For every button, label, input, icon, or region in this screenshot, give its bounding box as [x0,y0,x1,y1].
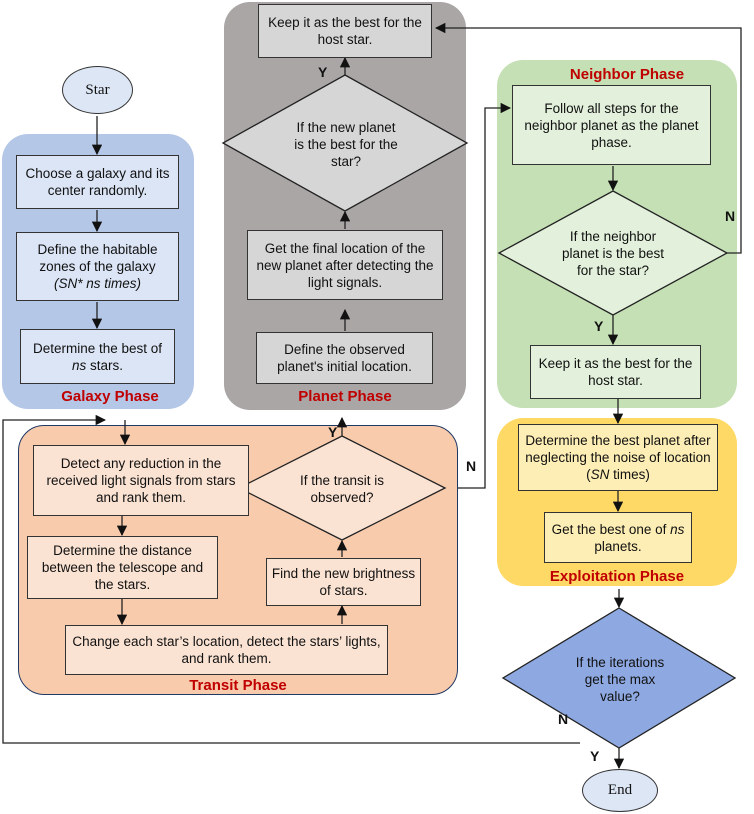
planet-define-initial: Define the observed planet's initial loc… [256,332,433,384]
label-transit-no: N [466,458,477,474]
planet-final-location: Get the final location of the new planet… [247,230,443,300]
label-planet-yes: Y [318,64,328,80]
transit-change-location: Change each star’s location, detect the … [65,625,388,675]
galaxy-step-habitable-times: (SN* ns times) [53,276,141,291]
label-final-no: N [558,711,569,727]
transit-phase-label: Transit Phase [189,677,287,694]
label-neighbor-yes: Y [594,318,604,334]
exploit-best-one-text: Get the best one of ns planets. [551,521,685,554]
start-terminal: Star [62,66,133,114]
transit-determine-distance: Determine the distance between the teles… [27,536,218,599]
exploit-best-one: Get the best one of ns planets. [544,512,692,563]
galaxy-step-best-text: Determine the best of ns stars. [32,340,163,373]
galaxy-phase-label: Galaxy Phase [61,388,159,405]
arrow-loop-to-transit [2,414,580,744]
neighbor-keep-best: Keep it as the best for the host star. [530,345,701,399]
galaxy-step-habitable-text: Define the habitable zones of the galaxy [37,242,158,274]
planet-decision-text: If the new planet is the best for the st… [294,119,398,169]
neighbor-phase-label: Neighbor Phase [569,66,685,83]
exploit-best-planet-text: Determine the best planet after neglecti… [525,433,711,482]
label-neighbor-no: N [725,208,736,224]
galaxy-step-choose: Choose a galaxy and its center randomly. [16,155,179,209]
planet-phase-label: Planet Phase [298,388,392,405]
galaxy-step-best: Determine the best of ns stars. [20,329,175,384]
final-decision-text: If the iterations get the max value? [575,654,665,704]
end-terminal: End [582,769,658,812]
neighbor-decision-text: If the neighbor planet is the best for t… [561,228,665,278]
exploitation-phase-label: Exploitation Phase [549,568,685,585]
transit-decision-text: If the transit is observed? [299,473,385,505]
arrow-transit-no-to-neighbor [458,102,512,489]
transit-new-brightness: Find the new brightness of stars. [266,558,421,606]
label-transit-yes: Y [328,424,338,440]
transit-detect-reduction: Detect any reduction in the received lig… [33,445,249,516]
exploit-best-planet: Determine the best planet after neglecti… [518,424,718,491]
galaxy-step-habitable: Define the habitable zones of the galaxy… [16,232,179,301]
arrow-neighbor-no-loop [434,22,742,254]
label-final-yes: Y [590,748,600,764]
planet-keep-best: Keep it as the best for the host star. [258,4,432,58]
neighbor-follow-steps: Follow all steps for the neighbor planet… [512,85,711,165]
